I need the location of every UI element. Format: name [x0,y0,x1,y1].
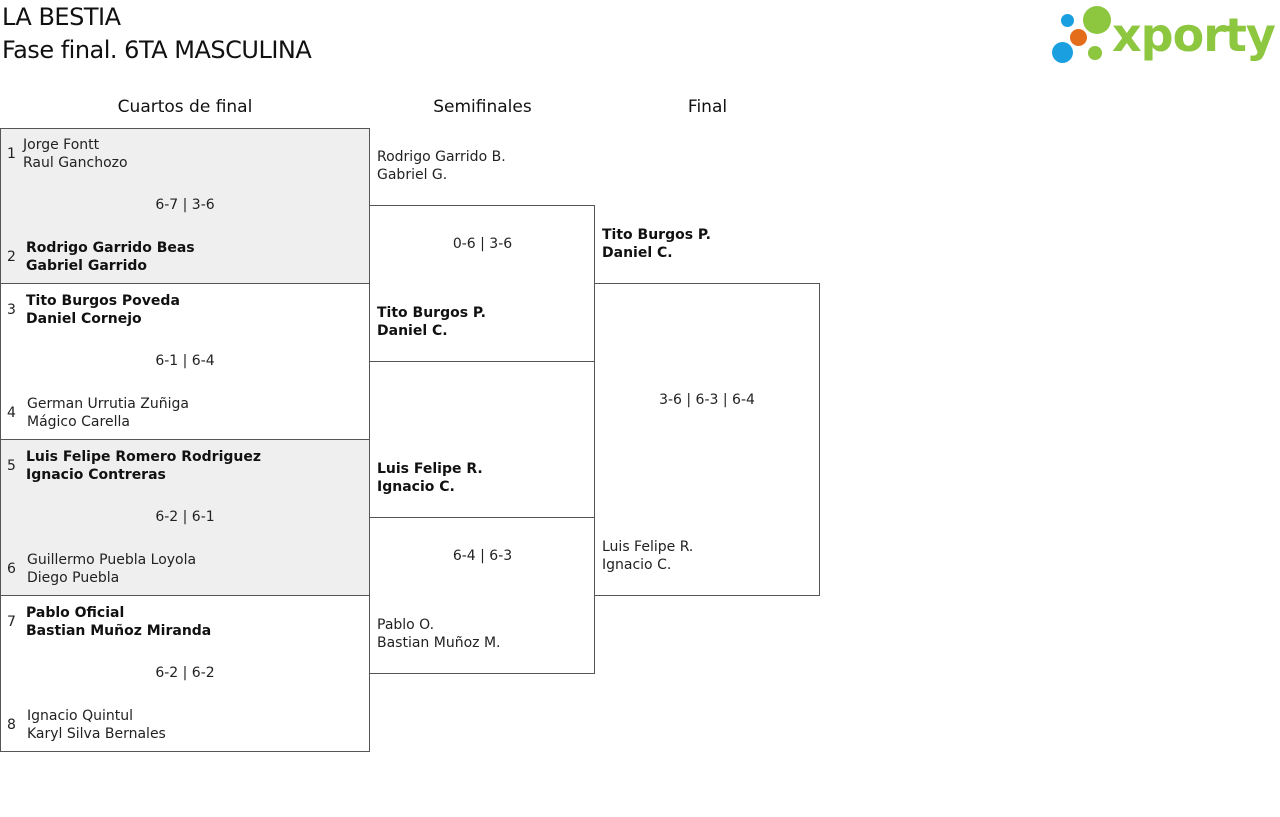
seed-number: 6 [7,561,16,577]
match-score: 3-6 | 6-3 | 6-4 [659,392,755,408]
winning-team-entry[interactable]: Luis Felipe R. Ignacio C. [377,460,483,496]
player-name: Gabriel Garrido [26,258,148,274]
seed-number: 2 [7,249,16,265]
match-score: 6-1 | 6-4 [155,353,215,369]
logo-dot-green [1083,6,1111,34]
seed-number: 3 [7,302,16,318]
player-name: Guillermo Puebla Loyola [27,552,197,568]
player-name: Bastian Muñoz M. [377,635,501,651]
logo-dot-blue-large [1052,42,1073,63]
player-name: Gabriel G. [377,167,448,183]
quarterfinal-match-3[interactable] [0,439,370,596]
phase-title: Fase final. 6TA MASCULINA [2,36,312,64]
winning-team-entry[interactable]: Rodrigo Garrido Beas Gabriel Garrido [26,239,195,275]
player-name: Ignacio C. [377,479,455,495]
column-header-semifinals: Semifinales [433,97,532,117]
player-name: Ignacio C. [602,557,672,573]
winning-team-entry[interactable]: Tito Burgos Poveda Daniel Cornejo [26,292,180,328]
player-name: Daniel C. [377,323,448,339]
player-name: Jorge Fontt [23,137,100,153]
logo-dot-blue [1061,14,1074,27]
player-name: Rodrigo Garrido Beas [26,240,195,256]
player-name: Mágico Carella [27,414,130,430]
match-score: 6-4 | 6-3 [452,548,513,564]
player-name: Ignacio Quintul [27,708,133,724]
team-entry[interactable]: Jorge Fontt Raul Ganchozo [23,136,128,172]
player-name: Luis Felipe Romero Rodriguez [26,449,262,465]
logo-dot-orange [1070,29,1087,46]
player-name: Tito Burgos P. [602,227,711,243]
team-entry[interactable]: Guillermo Puebla Loyola Diego Puebla [27,551,196,587]
logo-dot-green-small [1088,46,1102,60]
team-entry[interactable]: Pablo O. Bastian Muñoz M. [377,616,500,652]
team-entry[interactable]: Rodrigo Garrido B. Gabriel G. [377,148,506,184]
player-name: German Urrutia Zuñiga [27,396,189,412]
match-score: 6-2 | 6-1 [155,509,215,525]
seed-number: 4 [7,405,16,421]
winning-team-entry[interactable]: Tito Burgos P. Daniel C. [602,226,711,262]
player-name: Raul Ganchozo [23,155,128,171]
player-name: Luis Felipe R. [602,539,694,555]
team-entry[interactable]: Ignacio Quintul Karyl Silva Bernales [27,707,166,743]
player-name: Daniel Cornejo [26,311,142,327]
team-entry[interactable]: German Urrutia Zuñiga Mágico Carella [27,395,189,431]
match-score: 6-2 | 6-2 [155,665,215,681]
match-score: 0-6 | 3-6 [452,236,513,252]
match-score: 6-7 | 3-6 [155,197,215,213]
player-name: Luis Felipe R. [377,461,483,477]
player-name: Tito Burgos Poveda [26,293,180,309]
player-name: Pablo Oficial [26,605,125,621]
seed-number: 1 [7,146,16,162]
final-match[interactable] [594,283,820,596]
player-name: Bastian Muñoz Miranda [26,623,212,639]
player-name: Diego Puebla [27,570,120,586]
quarterfinal-match-1[interactable] [0,128,370,284]
player-name: Karyl Silva Bernales [27,726,166,742]
winning-team-entry[interactable]: Luis Felipe Romero Rodriguez Ignacio Con… [26,448,261,484]
player-name: Daniel C. [602,245,673,261]
xporty-logo[interactable]: xporty [1052,4,1276,68]
player-name: Tito Burgos P. [377,305,486,321]
winning-team-entry[interactable]: Pablo Oficial Bastian Muñoz Miranda [26,604,211,640]
player-name: Rodrigo Garrido B. [377,149,506,165]
seed-number: 5 [7,458,16,474]
team-entry[interactable]: Luis Felipe R. Ignacio C. [602,538,693,574]
column-header-quarterfinals: Cuartos de final [117,97,253,117]
seed-number: 7 [7,614,16,630]
column-header-final: Final [687,97,728,117]
logo-wordmark: xporty [1112,8,1276,62]
player-name: Ignacio Contreras [26,467,166,483]
tournament-title: LA BESTIA [2,3,121,31]
player-name: Pablo O. [377,617,435,633]
winning-team-entry[interactable]: Tito Burgos P. Daniel C. [377,304,486,340]
seed-number: 8 [7,717,16,733]
